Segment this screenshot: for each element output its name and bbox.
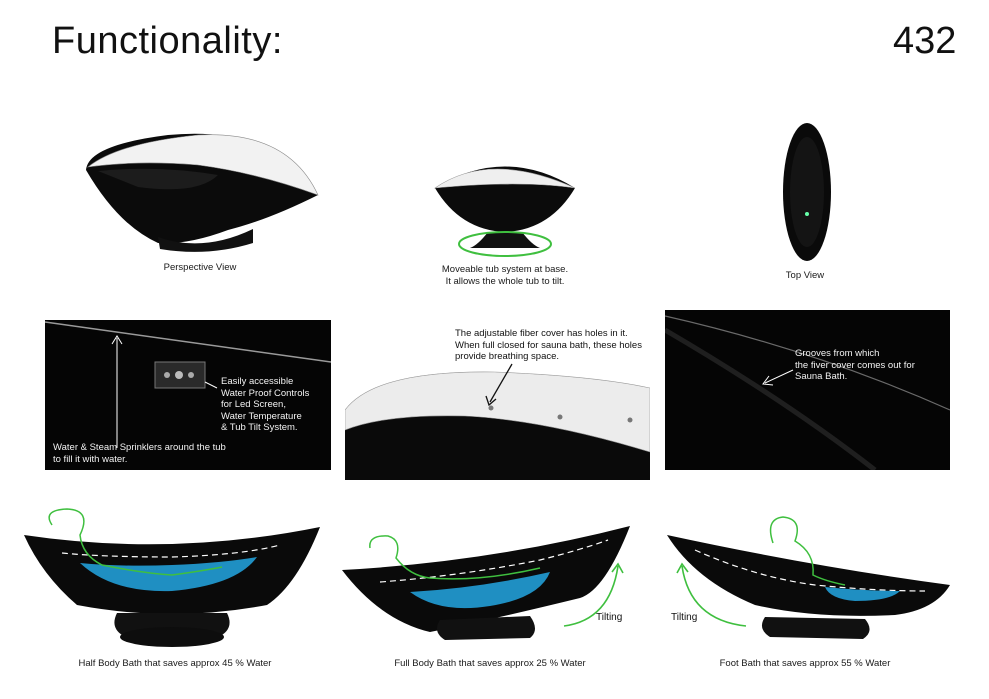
controls-note-line1: Easily accessible <box>221 376 294 387</box>
grooves-detail-panel: Grooves from which the fiver cover comes… <box>665 310 950 470</box>
controls-note-line2: Water Proof Controls <box>221 387 310 399</box>
moveable-base-caption-line1: Moveable tub system at base. <box>441 264 569 275</box>
controls-note-line5: & Tub Tilt System. <box>221 422 298 433</box>
moveable-base-caption: Moveable tub system at base. It allows t… <box>430 264 580 288</box>
controls-detail-panel: Water & Steam Sprinklers around the tub … <box>45 320 331 470</box>
moveable-base-caption-line2: It allows the whole tub to tilt. <box>445 276 565 287</box>
foot-bath-tilt-arrow <box>676 562 747 627</box>
sprinklers-note: Water & Steam Sprinklers around the tub … <box>53 442 273 465</box>
sprinklers-note-line2: to fill it with water. <box>53 453 128 465</box>
foot-bath-caption: Foot Bath that saves approx 55 % Water <box>719 658 891 669</box>
controls-note-line3: for Led Screen, <box>221 399 286 410</box>
cover-note-line1: The adjustable fiber cover has holes in … <box>455 328 628 339</box>
cover-note-line2: When full closed for sauna bath, these h… <box>455 339 642 351</box>
controls-note: Easily accessible Water Proof Controls f… <box>221 376 331 434</box>
top-view-illustration <box>783 123 831 261</box>
grooves-note: Grooves from which the fiver cover comes… <box>795 348 945 383</box>
cover-detail-panel <box>345 360 650 480</box>
moveable-base-illustration <box>433 166 576 257</box>
page-title: Functionality: <box>52 20 283 62</box>
foot-bath-tilting-label: Tilting <box>671 612 698 623</box>
cover-note-line3: provide breathing space. <box>455 351 560 362</box>
perspective-view-caption: Perspective View <box>163 262 237 273</box>
top-view-caption: Top View <box>785 270 825 281</box>
page-number: 432 <box>893 20 957 62</box>
half-body-bath-caption: Half Body Bath that saves approx 45 % Wa… <box>78 658 272 669</box>
cover-note: The adjustable fiber cover has holes in … <box>455 328 655 363</box>
foot-bath-illustration <box>667 516 950 639</box>
grooves-note-line3: Sauna Bath. <box>795 371 848 382</box>
controls-note-line4: Water Temperature <box>221 410 302 422</box>
full-bath-tilt-arrow <box>563 562 624 627</box>
sprinklers-note-line1: Water & Steam Sprinklers around the tub <box>53 442 226 453</box>
full-bath-tilting-label: Tilting <box>596 612 623 623</box>
perspective-view-illustration <box>86 133 319 252</box>
full-body-bath-caption: Full Body Bath that saves approx 25 % Wa… <box>394 658 586 669</box>
grooves-note-line2: the fiver cover comes out for <box>795 359 915 371</box>
full-body-bath-illustration <box>342 526 630 640</box>
cover-arrow <box>485 363 513 407</box>
half-body-bath-illustration <box>24 508 320 647</box>
grooves-note-line1: Grooves from which <box>795 348 880 359</box>
